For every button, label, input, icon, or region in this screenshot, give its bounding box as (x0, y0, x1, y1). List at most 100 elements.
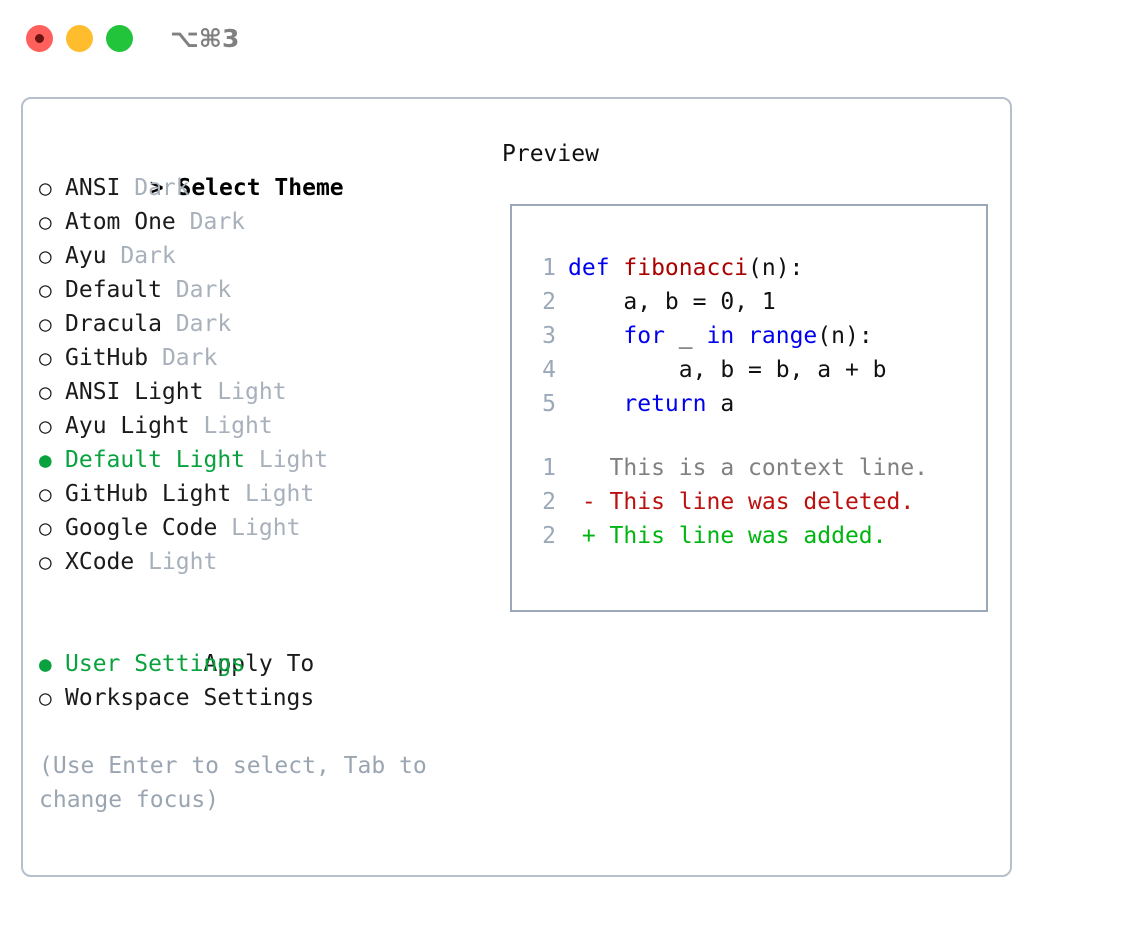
theme-item-label: Atom One (65, 209, 176, 235)
code-token: _ (664, 323, 707, 349)
theme-item-label: Ayu (65, 243, 107, 269)
radio-unselected-icon[interactable]: ○ (39, 550, 52, 574)
code-token: (n): (817, 323, 873, 349)
radio-unselected-icon[interactable]: ○ (39, 414, 52, 438)
apply-to-item[interactable]: ○ Workspace Settings (39, 681, 489, 715)
code-line-number: 5 (542, 391, 556, 417)
theme-item-tag: Dark (161, 311, 232, 337)
theme-selector-panel: > Select Theme ○ANSI Dark○Atom One Dark○… (21, 97, 1012, 877)
radio-unselected-icon[interactable]: ○ (39, 210, 52, 234)
theme-item-label: Default (65, 277, 162, 303)
diff-line-number: 2 (542, 523, 556, 549)
code-line: 4 a, b = b, a + b (530, 353, 970, 387)
apply-to-item[interactable]: ● User Settings (39, 647, 489, 681)
code-token: in (706, 323, 735, 349)
theme-item-label: Dracula (65, 311, 162, 337)
apply-to-item-label: Workspace Settings (65, 685, 315, 711)
radio-unselected-icon[interactable]: ○ (39, 686, 52, 710)
diff-line-number: 1 (542, 455, 556, 481)
theme-item-tag: Dark (120, 175, 190, 201)
theme-item-label: GitHub Light (65, 481, 232, 507)
theme-list-item[interactable]: ○ Default Dark (39, 273, 489, 307)
code-token: a (706, 391, 735, 417)
code-token: (n): (748, 255, 804, 281)
theme-item-label: GitHub (65, 345, 149, 371)
theme-list-item[interactable]: ○Google Code Light (39, 511, 489, 545)
theme-list-column: > Select Theme ○ANSI Dark○Atom One Dark○… (39, 137, 489, 817)
radio-unselected-icon[interactable]: ○ (39, 312, 52, 336)
radio-unselected-icon[interactable]: ○ (39, 380, 52, 404)
code-line: 3 for _ in range(n): (530, 319, 970, 353)
apply-to-list[interactable]: ● User Settings ○ Workspace Settings (39, 647, 489, 715)
theme-item-tag: Dark (161, 277, 232, 303)
radio-unselected-icon[interactable]: ○ (39, 176, 52, 200)
theme-list-item[interactable]: ○XCode Light (39, 545, 489, 579)
code-token (568, 391, 623, 417)
apply-to-header: ○Apply To (39, 613, 489, 677)
preview-column: Preview (502, 137, 992, 171)
keyboard-shortcut-label: ⌥⌘3 (170, 24, 240, 53)
code-line-number: 2 (542, 289, 556, 315)
theme-item-tag: Dark (148, 345, 218, 371)
apply-to-header-label: Apply To (203, 651, 315, 677)
diff-line-text: - This line was deleted. (568, 489, 915, 515)
theme-list-item[interactable]: ○ ANSI Light Light (39, 375, 489, 409)
theme-item-tag: Light (189, 413, 273, 439)
maximize-button-icon[interactable] (106, 25, 133, 52)
theme-list-item[interactable]: ○ Atom One Dark (39, 205, 489, 239)
code-diff-separator (530, 421, 970, 451)
theme-list-header-label: > Select Theme (149, 175, 344, 201)
radio-selected-icon[interactable]: ● (39, 448, 52, 472)
diff-line-number: 2 (542, 489, 556, 515)
keyboard-hint-text: (Use Enter to select, Tab to change focu… (39, 753, 441, 813)
code-line-number: 1 (542, 255, 556, 281)
diff-line: 2 - This line was deleted. (530, 485, 970, 519)
code-line: 2 a, b = 0, 1 (530, 285, 970, 319)
theme-list-item[interactable]: ○ Ayu Dark (39, 239, 489, 273)
theme-item-tag: Dark (106, 243, 176, 269)
theme-item-tag: Light (231, 481, 315, 507)
code-token: range (748, 323, 818, 349)
theme-item-tag: Light (245, 447, 329, 473)
theme-list-item[interactable]: ●Default Light Light (39, 443, 489, 477)
theme-item-label: ANSI Light (65, 379, 204, 405)
radio-selected-icon[interactable]: ● (39, 652, 52, 676)
minimize-button-icon[interactable] (66, 25, 93, 52)
title-bar: ⌥⌘3 (0, 0, 1140, 78)
radio-unselected-icon[interactable]: ○ (39, 346, 52, 370)
theme-item-label: Ayu Light (65, 413, 190, 439)
diff-line-text: This is a context line. (568, 455, 929, 481)
code-line: 1 def fibonacci(n): (530, 251, 970, 285)
theme-list-item[interactable]: ○ ANSI Dark (39, 171, 489, 205)
code-token: def (568, 255, 624, 281)
diff-line: 1 This is a context line. (530, 451, 970, 485)
theme-item-tag: Dark (175, 209, 246, 235)
theme-list-item[interactable]: ○ Ayu Light Light (39, 409, 489, 443)
radio-unselected-icon[interactable]: ○ (39, 278, 52, 302)
diff-line-text: + This line was added. (568, 523, 887, 549)
theme-list-item[interactable]: ○ Dracula Dark (39, 307, 489, 341)
code-token: fibonacci (623, 255, 749, 281)
recording-indicator-icon (35, 34, 44, 43)
theme-list-item[interactable]: ○ GitHub Dark (39, 341, 489, 375)
code-token (734, 323, 748, 349)
theme-item-label: XCode (65, 549, 135, 575)
code-token: a, b = b, a + b (568, 357, 887, 383)
theme-item-tag: Light (203, 379, 287, 405)
radio-unselected-icon[interactable]: ○ (39, 482, 52, 506)
code-token: for (623, 323, 665, 349)
apply-to-item-label: User Settings (65, 651, 246, 677)
theme-item-label: ANSI (65, 175, 121, 201)
theme-list[interactable]: ○ ANSI Dark ○ Atom One Dark ○ Ayu Dark ○ Defaul… (39, 171, 489, 579)
theme-item-label: Google Code (65, 515, 218, 541)
diff-line: 2 + This line was added. (530, 519, 970, 553)
radio-unselected-icon[interactable]: ○ (39, 244, 52, 268)
radio-unselected-icon[interactable]: ○ (39, 516, 52, 540)
code-line: 5 return a (530, 387, 970, 421)
preview-title-label: Preview (502, 141, 599, 167)
code-token: a, b = 0, 1 (568, 289, 776, 315)
theme-list-item[interactable]: ○ GitHub Light Light (39, 477, 489, 511)
